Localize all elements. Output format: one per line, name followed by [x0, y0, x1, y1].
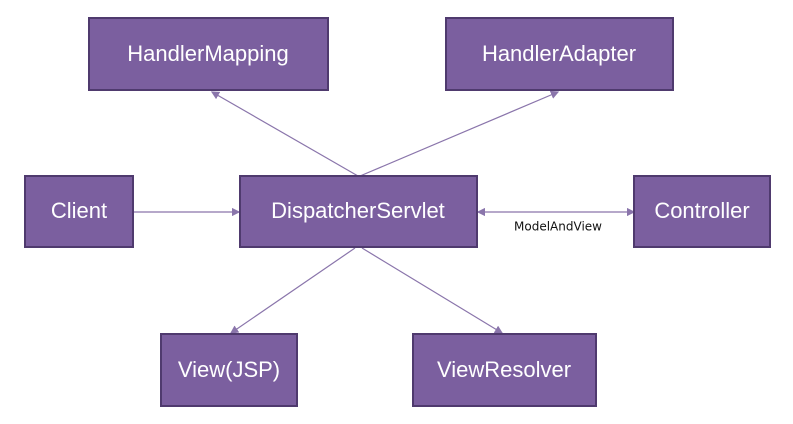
node-client: Client	[24, 175, 134, 248]
edge-dispatcher-to-view-resolver	[361, 247, 504, 334]
edge-line-dispatcher-to-handler-adapter	[359, 90, 560, 177]
edge-dispatcher-to-handler-adapter	[359, 90, 560, 177]
node-box-handler-mapping	[88, 17, 329, 91]
node-box-view-jsp	[160, 333, 298, 407]
edge-line-dispatcher-to-view-jsp	[229, 247, 356, 334]
edge-dispatcher-to-view-jsp	[229, 247, 356, 334]
node-label-handler-mapping: HandlerMapping	[127, 41, 288, 66]
node-label-controller: Controller	[654, 198, 749, 223]
edge-dispatcher-to-handler-mapping	[210, 91, 359, 177]
edge-label-model-and-view: ModelAndView	[514, 220, 602, 234]
node-label-view-jsp: View(JSP)	[178, 357, 280, 382]
edge-line-dispatcher-to-view-resolver	[361, 247, 504, 334]
node-controller: Controller	[633, 175, 771, 248]
node-view-resolver: ViewResolver	[412, 333, 597, 407]
node-box-controller	[633, 175, 771, 248]
node-dispatcher-servlet: DispatcherServlet	[239, 175, 478, 248]
node-label-view-resolver: ViewResolver	[437, 357, 571, 382]
node-box-dispatcher-servlet	[239, 175, 478, 248]
node-view-jsp: View(JSP)	[160, 333, 298, 407]
node-label-dispatcher-servlet: DispatcherServlet	[271, 198, 445, 223]
edge-line-dispatcher-to-handler-mapping	[210, 91, 359, 177]
node-label-client: Client	[51, 198, 107, 223]
node-label-handler-adapter: HandlerAdapter	[482, 41, 636, 66]
node-box-handler-adapter	[445, 17, 674, 91]
node-box-view-resolver	[412, 333, 597, 407]
node-handler-adapter: HandlerAdapter	[445, 17, 674, 91]
node-box-client	[24, 175, 134, 248]
node-handler-mapping: HandlerMapping	[88, 17, 329, 91]
